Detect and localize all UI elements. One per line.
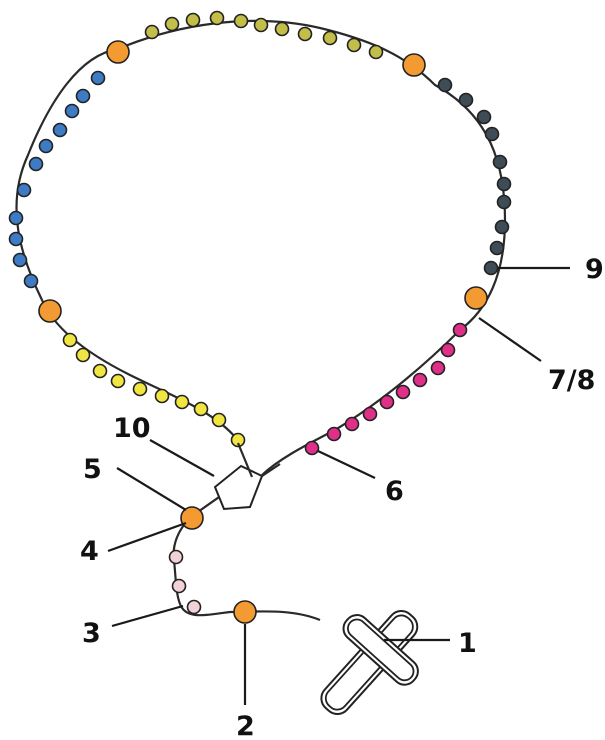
label-4: 4 [80, 536, 99, 567]
small-bead [132, 381, 148, 397]
small-bead [492, 154, 508, 170]
small-bead [23, 273, 39, 289]
small-bead [144, 24, 160, 40]
small-bead [75, 347, 91, 363]
large-bead [402, 53, 426, 77]
small-bead [274, 21, 290, 37]
small-bead [8, 210, 24, 226]
small-bead [164, 16, 180, 32]
small-bead [209, 10, 225, 26]
label-6: 6 [385, 476, 404, 507]
small-bead [92, 363, 108, 379]
leader-line-7-8 [478, 317, 542, 362]
small-bead [8, 231, 24, 247]
large-bead [233, 600, 257, 624]
label-3: 3 [82, 618, 101, 649]
small-bead [362, 406, 378, 422]
small-bead [496, 176, 512, 192]
small-bead [440, 342, 456, 358]
yellow-decade [62, 332, 246, 448]
small-bead [452, 322, 468, 338]
small-bead [484, 126, 500, 142]
small-bead [494, 219, 510, 235]
blue-decade [8, 70, 106, 289]
small-bead [304, 440, 320, 456]
small-bead [230, 432, 246, 448]
small-bead [489, 240, 505, 256]
label-10: 10 [113, 413, 151, 444]
small-bead [193, 401, 209, 417]
leader-line-5 [116, 467, 187, 511]
small-light-pink-beads [168, 549, 202, 615]
pentagon-medal-icon [213, 442, 281, 511]
leader-line-6 [317, 450, 376, 479]
small-bead [12, 252, 28, 268]
small-bead [253, 17, 269, 33]
small-bead [322, 30, 338, 46]
small-bead [233, 13, 249, 29]
small-bead [110, 373, 126, 389]
small-bead [90, 70, 106, 86]
small-bead [62, 332, 78, 348]
leader-line-10 [149, 439, 215, 477]
leader-line-4 [107, 521, 187, 553]
small-bead [346, 37, 362, 53]
small-bead [154, 388, 170, 404]
pink-decade [304, 322, 468, 456]
small-bead [185, 12, 201, 28]
small-bead [168, 549, 184, 565]
small-bead [64, 103, 80, 119]
large-bead [464, 286, 488, 310]
small-bead [75, 88, 91, 104]
label-2: 2 [236, 711, 255, 740]
small-bead [297, 26, 313, 42]
small-bead [344, 416, 360, 432]
label-9: 9 [585, 254, 604, 285]
leader-line-3 [111, 604, 184, 628]
cross-icon [320, 610, 419, 716]
large-bead [38, 299, 62, 323]
label-1: 1 [458, 628, 477, 659]
large-bead [180, 506, 204, 530]
large-bead [106, 40, 130, 64]
dark-decade [437, 77, 512, 276]
small-bead [28, 156, 44, 172]
small-bead [458, 92, 474, 108]
small-bead [38, 138, 54, 154]
small-bead [483, 260, 499, 276]
small-bead [395, 384, 411, 400]
label-7-8: 7/8 [548, 365, 595, 396]
small-bead [379, 394, 395, 410]
rosary-loop-cord [15, 19, 507, 476]
small-bead [326, 426, 342, 442]
small-bead [52, 122, 68, 138]
small-bead [430, 360, 446, 376]
small-bead [412, 372, 428, 388]
olive-decade [144, 10, 384, 60]
small-bead [16, 182, 32, 198]
label-5: 5 [83, 454, 102, 485]
small-bead [211, 412, 227, 428]
small-bead [496, 194, 512, 210]
small-bead [437, 77, 453, 93]
small-bead [171, 578, 187, 594]
small-bead [186, 599, 202, 615]
small-bead [174, 394, 190, 410]
small-bead [368, 44, 384, 60]
small-bead [476, 109, 492, 125]
